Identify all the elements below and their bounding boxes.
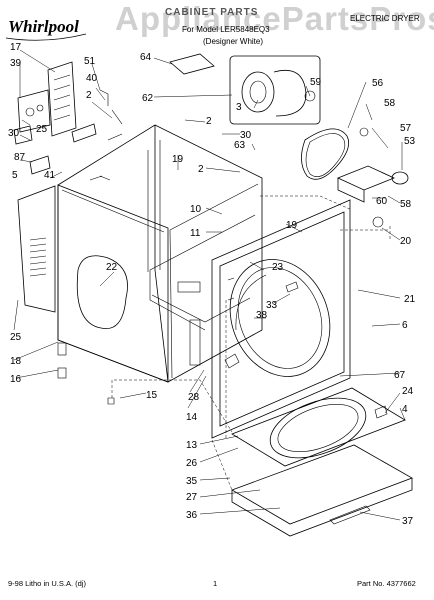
callout-2b: 2 [206,116,212,127]
callout-41: 41 [44,170,56,181]
callout-25: 25 [36,124,48,135]
product-type: ELECTRIC DRYER [350,14,420,23]
callout-51: 51 [84,56,96,67]
callout-14: 14 [186,412,198,423]
terminal-block-assembly [13,61,123,175]
callout-18: 18 [10,356,22,367]
callout-57: 57 [400,123,412,134]
callout-33: 33 [266,300,278,311]
brand-logo: Whirlpool [8,17,79,36]
callout-35: 35 [186,476,198,487]
footer-page-number: 1 [213,579,218,588]
callout-64: 64 [140,52,152,63]
brand-swoosh [5,33,87,41]
callout-39: 39 [10,58,22,69]
callout-53: 53 [404,136,416,147]
callout-25b: 25 [10,332,22,343]
diagram-title: CABINET PARTS [165,7,259,18]
callout-60: 60 [376,196,388,207]
callout-10: 10 [190,204,202,215]
callout-38: 38 [256,310,268,321]
callout-30b: 30 [240,130,252,141]
callout-11: 11 [190,228,201,239]
callout-labels: 17 39 51 40 2 25 30 87 5 41 64 62 3 59 5… [8,42,416,527]
callout-19b: 19 [286,220,298,231]
callout-58b: 58 [400,199,412,210]
cabinet-assembly [17,124,263,383]
callout-23: 23 [272,262,284,273]
callout-30: 30 [8,128,20,139]
footer-print-info: 9-98 Litho in U.S.A. (dj) [8,579,86,588]
callout-28: 28 [188,392,200,403]
callout-67: 67 [394,370,406,381]
base-and-toe-panel [231,387,413,537]
callout-3: 3 [236,102,242,113]
callout-20: 20 [400,236,412,247]
callout-16: 16 [10,374,22,385]
leader-lines [13,49,406,521]
callout-17: 17 [10,42,22,53]
construction-lines [111,195,391,491]
callout-87: 87 [14,152,26,163]
callout-15: 15 [146,390,158,401]
watermark: AppliancePartsPros.com [115,0,434,37]
callout-56: 56 [372,78,384,89]
model-number: For Model LER5848EQ3 [182,25,270,34]
callout-6: 6 [402,320,408,331]
callout-24: 24 [402,386,414,397]
callout-22: 22 [106,262,118,273]
callout-5: 5 [12,170,18,181]
callout-4: 4 [402,404,408,415]
callout-62: 62 [142,93,154,104]
callout-26: 26 [186,458,198,469]
footer-part-number: Part No. 4377662 [357,579,416,588]
callout-2c: 2 [198,164,204,175]
callout-63: 63 [234,140,246,151]
idler-bracket [336,127,409,228]
callout-13: 13 [186,440,198,451]
callout-40: 40 [86,73,98,84]
callout-58: 58 [384,98,396,109]
callout-27: 27 [186,492,198,503]
callout-2: 2 [86,90,92,101]
callout-19: 19 [172,154,184,165]
front-panel [211,199,351,439]
leveling-legs [57,342,115,405]
drive-belt [301,128,350,180]
motor-assembly [169,53,321,125]
callout-59: 59 [310,77,322,88]
callout-37: 37 [402,516,414,527]
callout-21: 21 [404,294,416,305]
callout-36: 36 [186,510,198,521]
designer-color: (Designer White) [203,37,264,46]
